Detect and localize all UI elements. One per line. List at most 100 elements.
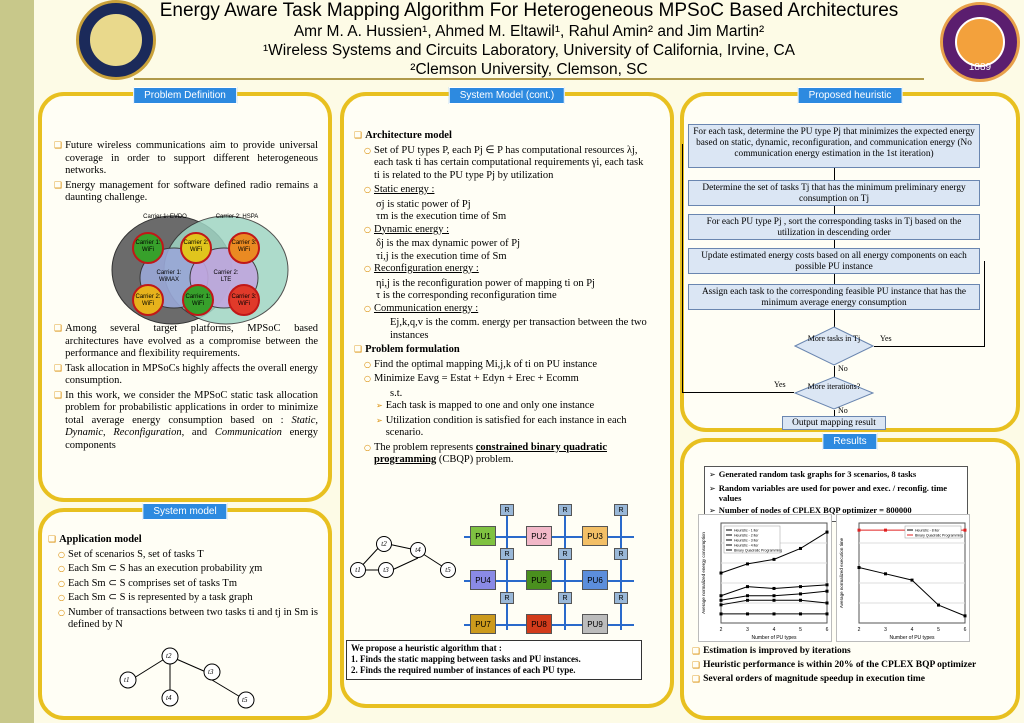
system-model-panel: System model ❑Application model ○Set of …	[38, 503, 332, 720]
node-t1: t1	[124, 676, 130, 684]
pu-block: PU9	[582, 614, 608, 634]
router: R	[500, 504, 514, 516]
such-that: s.t.	[390, 387, 403, 399]
results-bullets: ❑Estimation is improved by iterations ❑H…	[692, 646, 992, 688]
flow-arrow	[834, 410, 835, 416]
data-point	[746, 562, 749, 566]
wifi-spots	[132, 232, 260, 316]
arrow-bullet-icon: ➢	[376, 401, 383, 410]
label-wifi-4: Carrier 2: WiFi	[135, 294, 161, 307]
x-tick-label: 2	[720, 627, 723, 633]
task-graph-labels: t1 t2 t3 t4 t5	[112, 642, 262, 710]
list-item: ○Find the optimal mapping Mi,j,k of ti o…	[364, 358, 598, 370]
data-point	[719, 603, 723, 607]
title-block: Energy Aware Task Mapping Algorithm For …	[134, 0, 924, 79]
router: R	[558, 504, 572, 516]
router: R	[558, 592, 572, 604]
list-item: ❑Task allocation in MPSoCs highly affect…	[54, 362, 318, 387]
circle-bullet-icon: ○	[58, 607, 65, 617]
label-wifi-6: Carrier 3: WiFi	[231, 294, 257, 307]
arrow-bullet-icon: ➢	[709, 506, 716, 515]
mesh-line	[564, 510, 566, 630]
data-point	[799, 592, 802, 596]
list-item: ❑Energy management for software defined …	[54, 179, 318, 204]
flow-arrow	[874, 346, 984, 347]
square-bullet-icon: ❑	[54, 324, 63, 334]
flow-arrow	[834, 310, 835, 328]
venn-labels: Carrier 1: EVDO Carrier 2: HSPA Carrier …	[104, 212, 294, 328]
list-item: ○Set of scenarios S, set of tasks T	[58, 548, 204, 560]
poster-title: Energy Aware Task Mapping Algorithm For …	[159, 0, 899, 21]
system-model-cont-panel: System Model (cont.) ❑Architecture model…	[340, 87, 674, 708]
circle-bullet-icon: ○	[364, 359, 371, 369]
graph-node: t3	[378, 562, 394, 578]
x-tick-label: 3	[884, 627, 887, 633]
legend-entry: Heuristic - 2 iter	[734, 534, 759, 538]
formula-line: σj is static power of Pj	[376, 198, 471, 210]
label-wifi-1: Carrier 1: WiFi	[135, 240, 161, 253]
x-tick-label: 4	[773, 627, 776, 633]
square-bullet-icon: ❑	[54, 141, 63, 151]
square-bullet-icon: ❑	[354, 345, 363, 355]
authors: Amr M. A. Hussien¹, Ahmed M. Eltawil¹, R…	[293, 23, 765, 40]
square-bullet-icon: ❑	[54, 180, 63, 191]
panel-title: Proposed heuristic	[797, 87, 903, 104]
yes-label-2: Yes	[774, 380, 786, 389]
data-point	[719, 598, 723, 602]
y-axis-label: Average normalized energy consumption	[701, 532, 706, 614]
label-wifi-3: Carrier 3: WiFi	[231, 240, 257, 253]
label-wifi-5: Carrier 1: WiFi	[185, 294, 211, 307]
pu-block: PU5	[526, 570, 552, 590]
formula-line: τm is the execution time of Sm	[376, 211, 507, 222]
list-item: ➢Number of nodes of CPLEX BQP optimizer …	[709, 505, 912, 515]
list-item: ❑Heuristic performance is within 20% of …	[692, 660, 977, 671]
pu-block: PU2	[526, 526, 552, 546]
list-heading: ❑Problem formulation	[354, 344, 460, 355]
seal-year: 1889	[968, 62, 992, 73]
formula-line: τ is the corresponding reconfiguration t…	[376, 290, 557, 301]
legend-entry: Binary Quadratic Programming	[734, 549, 782, 553]
list-item: ❑ In this work, we consider the MPSoC st…	[54, 389, 319, 451]
graph-node: t1	[350, 562, 366, 578]
x-tick-label: 2	[858, 627, 861, 633]
pu-block: PU1	[470, 526, 496, 546]
data-point	[825, 530, 829, 534]
data-point	[963, 528, 967, 532]
mesh-line	[620, 510, 622, 630]
router: R	[614, 592, 628, 604]
data-point	[772, 594, 776, 598]
legend-box	[904, 525, 962, 539]
list-item: ○Reconfiguration energy :	[364, 263, 479, 274]
circle-bullet-icon: ○	[364, 442, 371, 452]
proposal-intro: We propose a heuristic algorithm that :	[351, 643, 502, 653]
square-bullet-icon: ❑	[54, 390, 63, 401]
flow-arrow	[834, 206, 835, 214]
square-bullet-icon: ❑	[48, 535, 57, 545]
list-item: ❑Future wireless communications aim to p…	[54, 140, 318, 176]
list-item: ➢Utilization condition is satisfied for …	[376, 414, 627, 439]
proposal-item: 1. Finds the static mapping between task…	[351, 654, 581, 664]
square-bullet-icon: ❑	[54, 363, 63, 374]
label-evdo: Carrier 1: EVDO	[143, 214, 187, 220]
pu-block: PU6	[582, 570, 608, 590]
data-point	[884, 528, 887, 532]
decision-diamond-1	[794, 326, 874, 366]
data-point	[799, 585, 802, 589]
data-point	[825, 583, 829, 587]
architecture-model: ❑Architecture model ○Set of PU types P, …	[354, 130, 648, 469]
node-t3: t3	[208, 668, 214, 676]
data-point	[799, 612, 802, 616]
data-point	[719, 594, 723, 598]
list-item: ➢Random variables are used for power and…	[709, 483, 948, 503]
data-point	[719, 571, 723, 575]
label-wimax: Carrier 1: WiMAX	[156, 270, 182, 283]
data-point	[857, 566, 861, 570]
list-item: ❑Among several target platforms, MPSoC b…	[54, 323, 318, 359]
list-item: ➢Generated random task graphs for 3 scen…	[709, 469, 917, 479]
panel-title: System Model (cont.)	[448, 87, 566, 104]
yes-label-1: Yes	[880, 334, 892, 343]
